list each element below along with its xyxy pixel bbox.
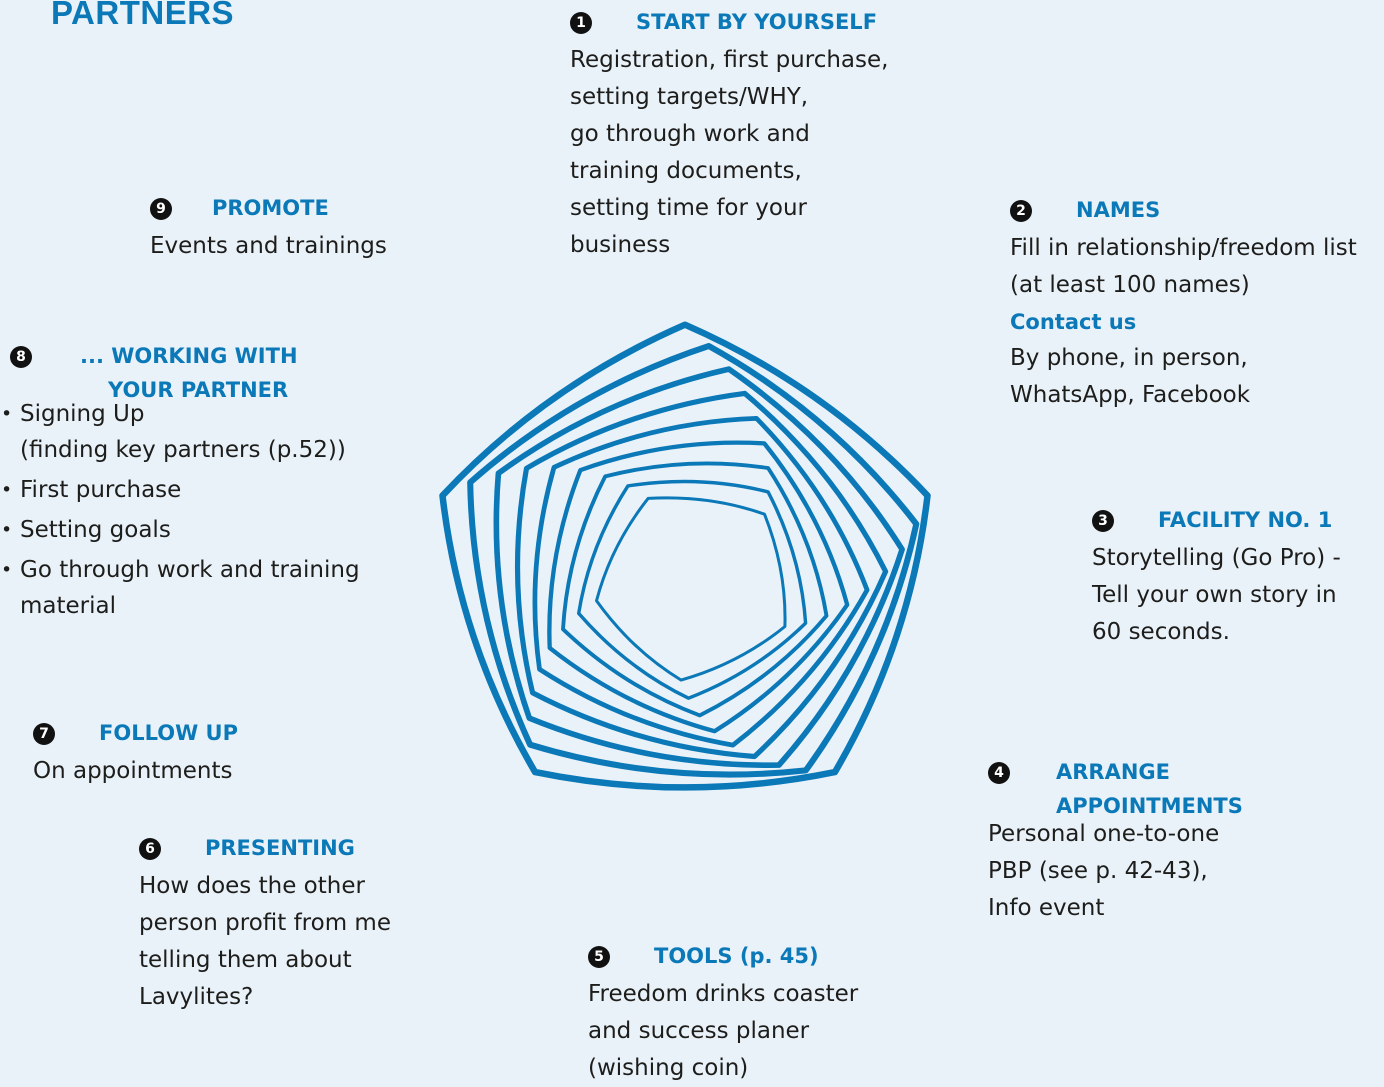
- spiral-ring: [576, 479, 808, 700]
- step-text-line: and success planer: [588, 1018, 810, 1044]
- list-item: Signing Up (finding key partners (p.52)): [0, 394, 360, 470]
- step-text-line: Tell your own story in: [1092, 582, 1337, 608]
- step-3: 3 FACILITY NO. 1 Storytelling (Go Pro) -…: [1092, 508, 1341, 651]
- step-text-line: By phone, in person,: [1010, 345, 1248, 371]
- step-text-line: business: [570, 232, 671, 258]
- step-title: NAMES: [1076, 198, 1161, 222]
- step-text-line: How does the other: [139, 873, 365, 899]
- step-number-badge: 7: [33, 723, 55, 745]
- spiral-ring: [439, 321, 931, 791]
- spiral-pentagon-graphic: [439, 321, 931, 791]
- step-title: START BY YOURSELF: [636, 10, 878, 34]
- step-title: PROMOTE: [212, 196, 329, 220]
- step-number-badge: 4: [988, 762, 1010, 784]
- step-number-badge: 9: [150, 198, 172, 220]
- step-1: 1 START BY YOURSELF Registration, first …: [570, 10, 889, 264]
- spiral-ring: [493, 366, 905, 768]
- step-number-badge: 6: [139, 838, 161, 860]
- step-text-line: (at least 100 names): [1010, 272, 1250, 298]
- page-title: PARTNERS: [51, 0, 235, 31]
- step-6: 6 PRESENTING How does the other person p…: [139, 836, 391, 1016]
- step-number-badge: 3: [1092, 510, 1114, 532]
- step-title: TOOLS: [654, 944, 733, 968]
- spiral-ring: [467, 342, 920, 778]
- step-text-line: Registration, first purchase,: [570, 47, 889, 73]
- list-item: Go through work and training material: [0, 550, 360, 626]
- step-text-line: WhatsApp, Facebook: [1010, 382, 1251, 408]
- step-2: 2 NAMES Fill in relationship/freedom lis…: [1010, 198, 1357, 414]
- step-text-line: setting time for your: [570, 195, 807, 221]
- page-reference: (p. 45): [739, 944, 819, 968]
- step-text-line: setting targets/WHY,: [570, 84, 809, 110]
- step-title: ... WORKING WITH: [80, 344, 298, 368]
- step-number-badge: 8: [10, 346, 32, 368]
- spiral-ring: [514, 390, 889, 760]
- step-title: FOLLOW UP: [99, 721, 238, 745]
- step-text-line: Personal one-to-one: [988, 821, 1220, 847]
- step-7: 7 FOLLOW UP On appointments: [33, 721, 238, 790]
- step-text-line: go through work and: [570, 121, 810, 147]
- step-subtitle: Contact us: [1010, 310, 1137, 334]
- step-text-line: On appointments: [33, 758, 233, 784]
- step-8: 8 ... WORKING WITH YOUR PARTNER Signing …: [1, 344, 360, 626]
- spiral-ring: [532, 416, 870, 748]
- spiral-ring: [561, 461, 829, 718]
- step-number-badge: 1: [570, 12, 592, 34]
- step-text-line: Storytelling (Go Pro) -: [1092, 545, 1341, 571]
- step-text-line: Fill in relationship/freedom list: [1010, 235, 1357, 261]
- spiral-rings: [439, 321, 931, 791]
- step-title: APPOINTMENTS: [1056, 794, 1243, 818]
- step-4: 4 ARRANGE APPOINTMENTS Personal one-to-o…: [988, 760, 1243, 927]
- spiral-ring: [547, 440, 850, 734]
- step-9: 9 PROMOTE Events and trainings: [150, 196, 387, 265]
- step-text-line: Events and trainings: [150, 233, 387, 259]
- step-text-line: PBP (see p. 42-43),: [988, 858, 1208, 884]
- step-number-badge: 2: [1010, 200, 1032, 222]
- step-title: PRESENTING: [205, 836, 355, 860]
- bullet-list: Signing Up (finding key partners (p.52))…: [0, 394, 360, 626]
- step-text-line: Freedom drinks coaster: [588, 981, 859, 1007]
- step-text-line: Info event: [988, 895, 1105, 921]
- step-text-line: (wishing coin): [588, 1055, 749, 1081]
- step-number-badge: 5: [588, 946, 610, 968]
- step-text-line: 60 seconds.: [1092, 619, 1230, 645]
- step-text-line: telling them about: [139, 947, 352, 973]
- list-item: Setting goals: [0, 510, 360, 550]
- step-text-line: person profit from me: [139, 910, 391, 936]
- spiral-ring: [595, 496, 787, 682]
- list-item: First purchase: [0, 470, 360, 510]
- step-text-line: training documents,: [570, 158, 802, 184]
- step-title: ARRANGE: [1056, 760, 1171, 784]
- step-text-line: Lavylites?: [139, 984, 254, 1010]
- step-5: 5 TOOLS (p. 45) Freedom drinks coaster a…: [588, 944, 859, 1087]
- step-title: FACILITY NO. 1: [1158, 508, 1333, 532]
